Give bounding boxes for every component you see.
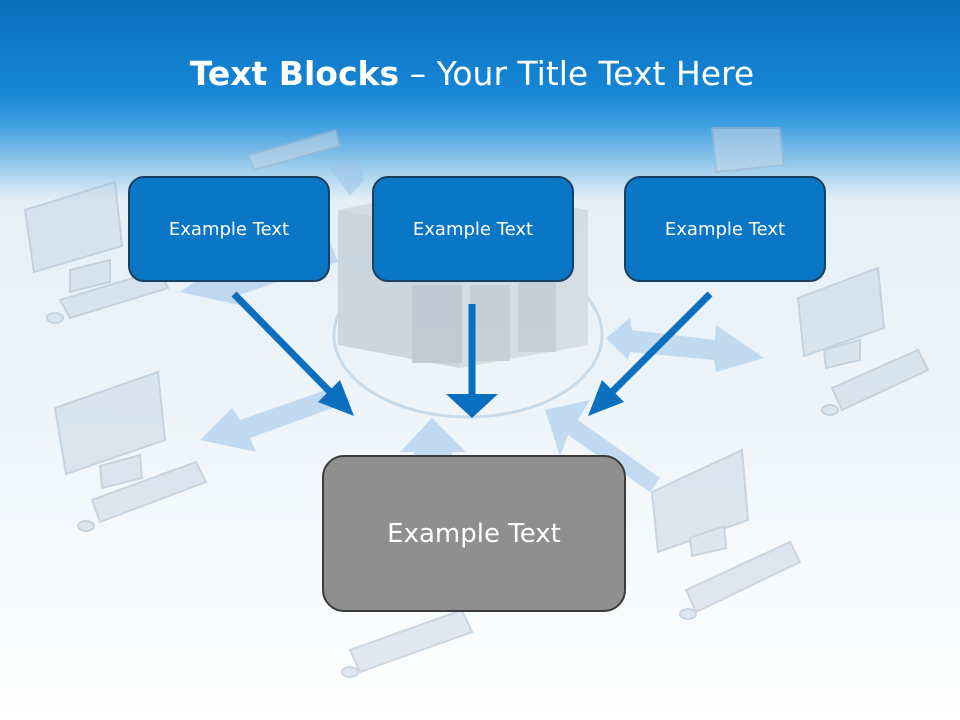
slide-title: Text Blocks – Your Title Text Here — [0, 52, 944, 96]
computer-mid-left — [53, 370, 208, 532]
computer-right — [796, 266, 930, 416]
bg-arrow-left-down — [200, 385, 350, 452]
text-block-right-label: Example Text — [664, 218, 786, 240]
text-block-middle[interactable]: Example Text — [372, 176, 574, 282]
bg-arrow-top — [330, 158, 364, 196]
arrow-middle-block-to-center — [446, 304, 498, 418]
arrow-left-block-to-center — [231, 291, 354, 416]
text-block-left-label: Example Text — [168, 218, 290, 240]
center-text-block-label: Example Text — [387, 518, 561, 549]
computer-bottom — [341, 608, 474, 678]
computer-top-left — [23, 180, 170, 324]
text-block-right[interactable]: Example Text — [624, 176, 826, 282]
center-text-block[interactable]: Example Text — [322, 455, 626, 612]
keyboard-top — [246, 128, 342, 172]
bg-arrow-diag-right — [545, 400, 660, 492]
title-bold-part: Text Blocks — [189, 54, 400, 93]
computer-top-right — [710, 127, 786, 174]
title-regular-part: Your Title Text Here — [436, 54, 755, 93]
computer-bottom-right — [650, 448, 802, 620]
text-block-left[interactable]: Example Text — [128, 176, 330, 282]
title-dash: – — [399, 54, 437, 93]
arrow-right-block-to-center — [588, 291, 713, 416]
text-block-middle-label: Example Text — [412, 218, 534, 240]
bg-arrow-right — [606, 318, 764, 372]
